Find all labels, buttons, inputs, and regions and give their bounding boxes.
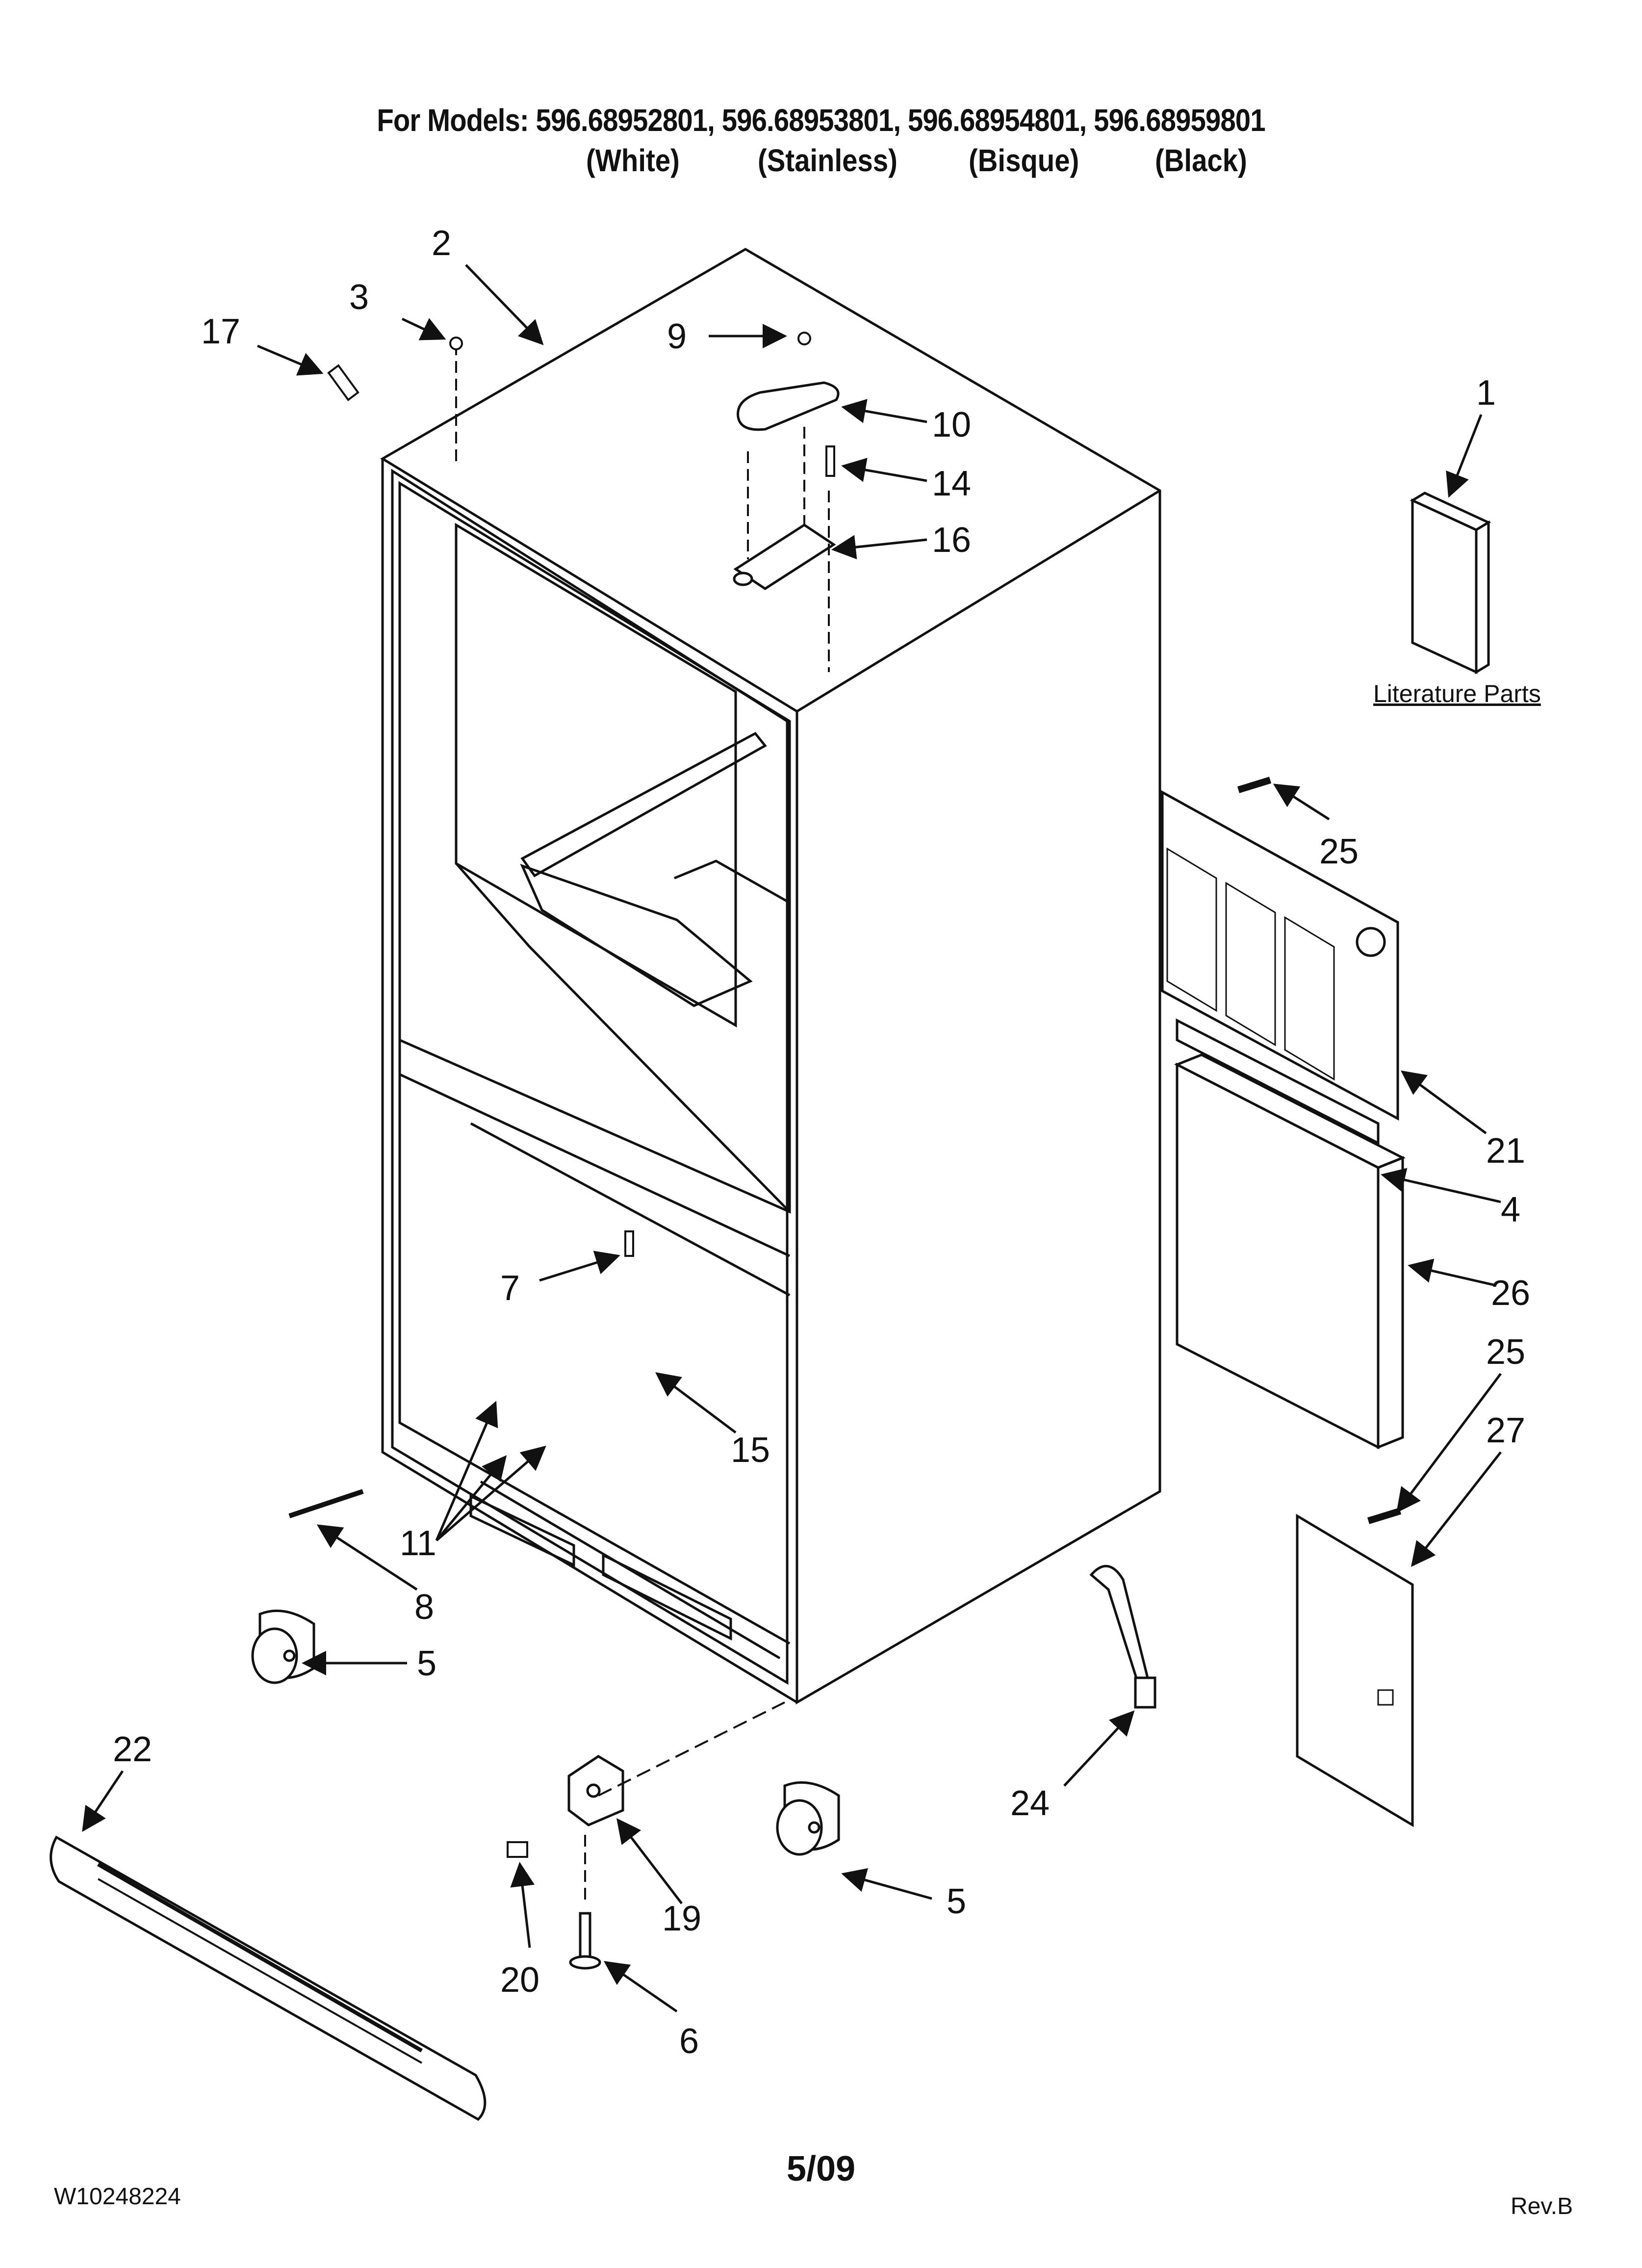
callout-1: 1 bbox=[1476, 373, 1496, 413]
callout-15: 15 bbox=[731, 1431, 770, 1470]
rear-panel-21 bbox=[1161, 790, 1399, 1121]
leader-lines bbox=[82, 264, 1502, 2013]
callout-24: 24 bbox=[1010, 1784, 1050, 1823]
callout-14: 14 bbox=[932, 464, 971, 503]
screws bbox=[288, 332, 1402, 1858]
color-label-stainless: (Stainless) bbox=[758, 143, 898, 178]
callout-7: 7 bbox=[500, 1269, 520, 1308]
callout-8: 8 bbox=[414, 1588, 434, 1627]
callout-4: 4 bbox=[1501, 1190, 1520, 1229]
callout-6: 6 bbox=[679, 2022, 699, 2061]
caster-right-5-icon bbox=[776, 1781, 840, 1856]
callout-5b: 5 bbox=[947, 1882, 966, 1921]
cover-plate-27 bbox=[1296, 1513, 1414, 1827]
callout-25a: 25 bbox=[1319, 832, 1359, 871]
callout-3: 3 bbox=[349, 278, 369, 317]
models-line: For Models: 596.68952801, 596.68953801, … bbox=[377, 103, 1265, 138]
callout-26: 26 bbox=[1491, 1274, 1530, 1313]
strip-4 bbox=[1176, 1018, 1380, 1146]
callout-11: 11 bbox=[400, 1524, 436, 1563]
callout-20: 20 bbox=[500, 1960, 539, 2000]
callout-5a: 5 bbox=[417, 1644, 436, 1683]
cabinet bbox=[380, 248, 1161, 1705]
callout-2: 2 bbox=[432, 224, 451, 263]
callout-16: 16 bbox=[932, 521, 971, 560]
literature-book-icon bbox=[1410, 492, 1491, 675]
color-label-white: (White) bbox=[586, 143, 680, 178]
caster-left-5-icon bbox=[251, 1609, 315, 1684]
top-hinge-cover-10 bbox=[737, 381, 840, 431]
hinge-bracket-19 bbox=[567, 1755, 624, 1826]
callout-17: 17 bbox=[201, 312, 240, 351]
color-label-black: (Black) bbox=[1155, 143, 1247, 178]
revision-label: Rev.B bbox=[1511, 2193, 1573, 2219]
revision-date: 5/09 bbox=[786, 2149, 856, 2189]
callout-9: 9 bbox=[667, 317, 687, 356]
callout-22: 22 bbox=[113, 1730, 152, 1769]
color-label-bisque: (Bisque) bbox=[969, 143, 1079, 178]
tape-17 bbox=[327, 364, 359, 401]
callout-21: 21 bbox=[1486, 1131, 1525, 1171]
callout-10: 10 bbox=[932, 405, 971, 444]
literature-parts-label: Literature Parts bbox=[1373, 680, 1541, 707]
document-number: W10248224 bbox=[54, 2184, 181, 2210]
insulation-block-26 bbox=[1174, 1053, 1406, 1450]
callout-labels: 2 3 17 9 10 14 16 1 25 21 4 26 25 27 7 1… bbox=[113, 224, 1530, 2061]
callout-19: 19 bbox=[662, 1899, 701, 1938]
leveling-leg-6 bbox=[569, 1912, 601, 1970]
callout-27: 27 bbox=[1486, 1411, 1525, 1450]
bottom-grille-22 bbox=[50, 1835, 487, 2121]
callout-25b: 25 bbox=[1486, 1332, 1525, 1372]
power-cord-24 bbox=[1089, 1564, 1156, 1709]
